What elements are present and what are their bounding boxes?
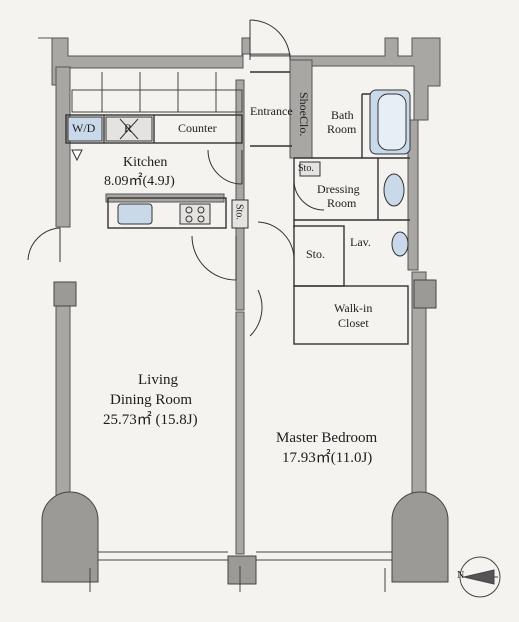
entrance-label: Entrance bbox=[250, 104, 293, 118]
dressing-room-label-line1: Dressing bbox=[317, 182, 360, 196]
compass-icon bbox=[459, 556, 501, 598]
counter-label: Counter bbox=[178, 121, 217, 135]
bottom-pillars bbox=[41, 279, 449, 585]
lavatory-label: Lav. bbox=[350, 235, 371, 249]
kitchen-area: 8.09㎡(4.9J) bbox=[104, 174, 175, 189]
walkin-closet-label-line1: Walk-in bbox=[334, 301, 373, 315]
bath-room-label-line2: Room bbox=[327, 122, 357, 136]
storage-closet-label: Sto. bbox=[306, 247, 326, 261]
sto-kitchen-box bbox=[231, 199, 249, 229]
sto-small-box bbox=[299, 161, 321, 177]
kitchen-name: Kitchen bbox=[123, 155, 168, 170]
kitchen-sink bbox=[117, 203, 153, 225]
fixture-lines bbox=[71, 118, 205, 223]
doors bbox=[27, 19, 325, 337]
walls bbox=[38, 37, 441, 555]
bath-room-label-line1: Bath bbox=[331, 108, 354, 122]
fixtures bbox=[67, 89, 411, 257]
washer-dryer-box bbox=[67, 116, 103, 142]
storage-small-label: Sto. bbox=[298, 163, 314, 174]
compass-north-label: N bbox=[457, 570, 465, 581]
washbasin bbox=[383, 173, 405, 207]
washer-dryer-label: W/D bbox=[72, 121, 96, 135]
master-bedroom-name: Master Bedroom bbox=[276, 430, 378, 446]
master-bedroom-area: 17.93㎡(11.0J) bbox=[282, 450, 373, 466]
living-name-line2: Dining Room bbox=[110, 392, 193, 408]
shoe-closet-label: ShoeClo. bbox=[296, 92, 311, 137]
windows bbox=[71, 72, 392, 592]
living-area: 25.73㎡ (15.8J) bbox=[103, 412, 198, 428]
living-name-line1: Living bbox=[138, 372, 178, 388]
refrigerator-label: R bbox=[124, 121, 133, 135]
walkin-closet-label-line2: Closet bbox=[338, 316, 369, 330]
storage-kitchen-label: Sto. bbox=[233, 204, 245, 220]
cooktop bbox=[179, 203, 211, 225]
dressing-room-label-line2: Room bbox=[327, 196, 357, 210]
toilet bbox=[391, 231, 409, 257]
